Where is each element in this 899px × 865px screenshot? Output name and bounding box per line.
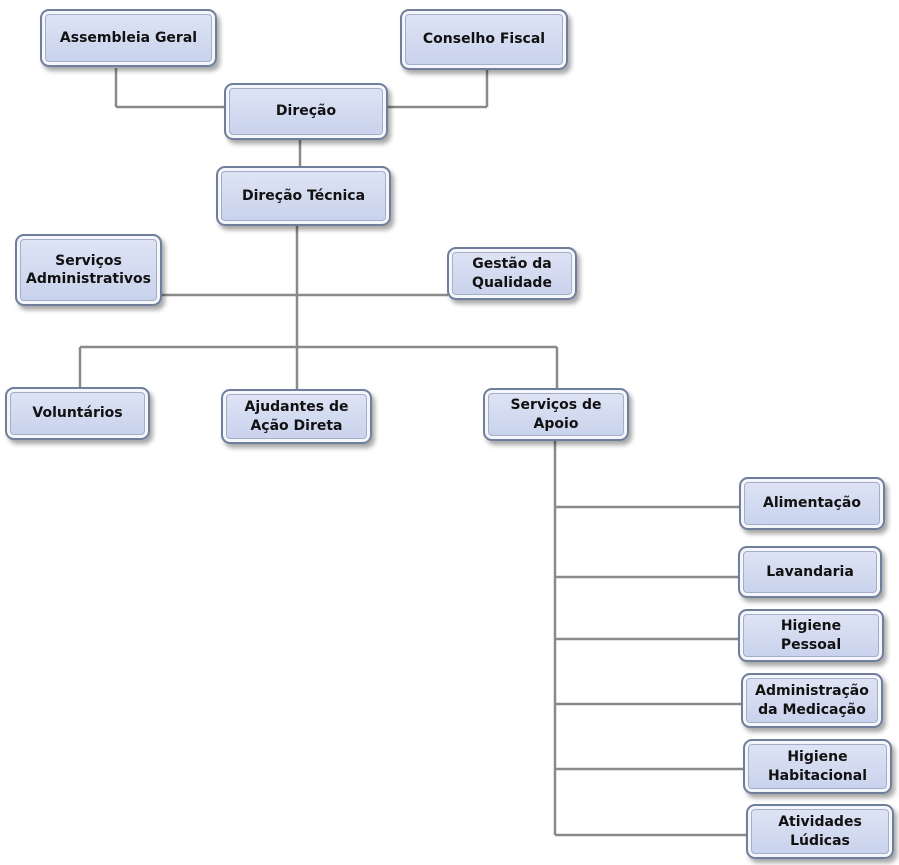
node-label: Gestão da Qualidade	[472, 256, 552, 291]
node-higiene-pessoal: Higiene Pessoal	[738, 609, 884, 662]
node-label: Conselho Fiscal	[422, 31, 546, 48]
node-label: Administração da Medicação	[755, 683, 869, 718]
node-servicos-apoio: Serviços de Apoio	[483, 388, 629, 441]
node-conselho-fiscal: Conselho Fiscal	[400, 9, 568, 70]
node-servicos-administrativos: Serviços Administrativos	[15, 234, 162, 306]
node-label: Atividades Lúdicas	[778, 814, 862, 849]
node-label: Assembleia Geral	[59, 29, 198, 46]
node-voluntarios: Voluntários	[5, 387, 150, 440]
node-label: Voluntários	[32, 405, 123, 422]
node-label: Serviços de Apoio	[510, 397, 602, 432]
node-alimentacao: Alimentação	[739, 477, 885, 530]
node-lavandaria: Lavandaria	[738, 546, 882, 598]
node-label: Lavandaria	[766, 563, 854, 580]
node-atividades-ludicas: Atividades Lúdicas	[746, 804, 894, 859]
node-label: Higiene Habitacional	[767, 749, 868, 784]
node-direcao: Direção	[224, 83, 388, 140]
node-administracao-medicacao: Administração da Medicação	[741, 673, 883, 728]
node-label: Higiene Pessoal	[780, 618, 842, 653]
node-gestao-qualidade: Gestão da Qualidade	[447, 247, 577, 300]
node-higiene-habitacional: Higiene Habitacional	[743, 739, 892, 794]
node-label: Alimentação	[763, 495, 861, 512]
node-label: Direção	[275, 103, 337, 120]
node-assembleia-geral: Assembleia Geral	[40, 9, 217, 67]
node-direcao-tecnica: Direção Técnica	[216, 166, 391, 226]
node-label: Serviços Administrativos	[26, 252, 151, 287]
node-label: Ajudantes de Ação Direta	[244, 399, 349, 434]
node-ajudantes-acao-direta: Ajudantes de Ação Direta	[221, 389, 372, 444]
node-label: Direção Técnica	[241, 187, 366, 204]
